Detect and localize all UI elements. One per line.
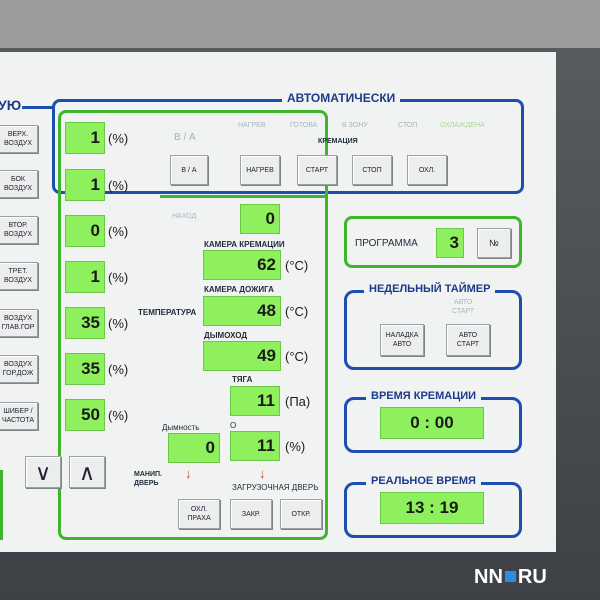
ash-cool-button[interactable]: ОХЛ. ПРАХА <box>178 499 220 529</box>
side-air-button[interactable]: БОК ВОЗДУХ <box>0 170 38 198</box>
auto-start-button[interactable]: АВТО СТАРТ <box>446 324 490 356</box>
status-ready: ГОТОВА <box>290 122 318 129</box>
left-title-line <box>22 106 52 109</box>
program-frame <box>344 216 522 268</box>
nakhod-value: 0 <box>240 204 280 234</box>
tertiary-air-value: 1 <box>65 261 105 293</box>
left-panel-title: УЮ <box>0 97 22 113</box>
o2-unit: (%) <box>285 439 306 454</box>
stop-button[interactable]: СТОП <box>352 155 392 185</box>
upper-air-value: 1 <box>65 122 105 154</box>
watermark-right: RU <box>517 566 547 588</box>
program-label: ПРОГРАММА <box>355 238 418 249</box>
side-air-unit: (%) <box>108 178 129 193</box>
o2-label: O <box>230 421 237 430</box>
status-heat: НАГРЕВ <box>238 122 266 129</box>
chevron-up-icon[interactable]: ∧ <box>69 456 105 488</box>
nakhod-faint: НАХОД <box>172 213 197 220</box>
watermark-left: NN <box>474 566 503 588</box>
program-number-button[interactable]: № <box>477 228 511 258</box>
afterburner-air-value: 35 <box>65 353 105 385</box>
cremation-label: КРЕМАЦИЯ <box>318 138 358 145</box>
loading-door-label: ЗАГРУЗОЧНАЯ ДВЕРЬ <box>232 483 319 492</box>
setup-auto-button[interactable]: НАЛАДКА АВТО <box>380 324 424 356</box>
o2-value: 11 <box>230 431 280 461</box>
flue-temp-unit: (°C) <box>285 349 309 364</box>
ba-button[interactable]: В / А <box>170 155 208 185</box>
start-button[interactable]: СТАРТ <box>297 155 337 185</box>
upper-air-button[interactable]: ВЕРХ. ВОЗДУХ <box>0 125 38 153</box>
afterburner-air-unit: (%) <box>108 362 129 377</box>
smoke-value: 0 <box>168 433 220 463</box>
watermark-square-icon <box>504 571 516 583</box>
afterburn-temp-unit: (°C) <box>285 304 309 319</box>
afterburn-temp-value: 48 <box>203 296 281 326</box>
program-value: 3 <box>436 228 464 258</box>
upper-air-unit: (%) <box>108 131 129 146</box>
main-burner-air-value: 35 <box>65 307 105 339</box>
side-air-value: 1 <box>65 169 105 201</box>
status-cooled: ОХЛАЖДЕНА <box>440 122 485 129</box>
close-door-button[interactable]: ЗАКР. <box>230 499 272 529</box>
chamber-temp-unit: (°C) <box>285 258 309 273</box>
cremation-time-title: ВРЕМЯ КРЕМАЦИИ <box>366 390 482 402</box>
main-burner-air-button[interactable]: ВОЗДУХ ГЛАВ.ГОР <box>0 309 38 337</box>
real-time-value: 13 : 19 <box>380 492 484 524</box>
nn-ru-watermark: NN RU <box>474 566 547 589</box>
temperature-label: ТЕМПЕРАТУРА <box>138 308 197 317</box>
auto-title: АВТОМАТИЧЕСКИ <box>282 91 401 105</box>
manip-down-arrow-icon: ↓ <box>185 466 192 481</box>
status-zone: В ЗОНУ <box>342 122 368 129</box>
main-burner-air-unit: (%) <box>108 316 129 331</box>
secondary-air-unit: (%) <box>108 224 129 239</box>
open-door-button[interactable]: ОТКР. <box>280 499 322 529</box>
cremation-time-value: 0 : 00 <box>380 407 484 439</box>
weekly-faint: АВТО СТАРТ <box>452 299 475 315</box>
damper-frequency-button[interactable]: ШИБЕР / ЧАСТОТА <box>0 402 38 430</box>
main-green-frame <box>58 110 328 540</box>
manip-door-label: МАНИП. ДВЕРЬ <box>134 471 162 487</box>
secondary-air-value: 0 <box>65 215 105 247</box>
damper-value: 50 <box>65 399 105 431</box>
bezel-top-strip <box>0 0 600 48</box>
hmi-screen: УЮ АВТОМАТИЧЕСКИ В / А НАГРЕВ ГОТОВА В З… <box>0 52 556 552</box>
flue-label: ДЫМОХОД <box>204 331 248 340</box>
afterburn-label: КАМЕРА ДОЖИГА <box>204 285 274 294</box>
draft-label: ТЯГА <box>232 375 253 384</box>
chevron-down-icon[interactable]: ∨ <box>25 456 61 488</box>
draft-value: 11 <box>230 386 280 416</box>
damper-unit: (%) <box>108 408 129 423</box>
afterburner-air-button[interactable]: ВОЗДУХ ГОР.ДОЖ <box>0 355 38 383</box>
chamber-label: КАМЕРА КРЕМАЦИИ <box>204 240 285 249</box>
secondary-air-button[interactable]: ВТОР. ВОЗДУХ <box>0 216 38 244</box>
weekly-timer-frame <box>344 290 522 370</box>
chamber-temp-value: 62 <box>203 250 281 280</box>
draft-unit: (Па) <box>285 394 311 409</box>
inner-green-line <box>160 195 328 198</box>
status-stop: СТОП <box>398 122 418 129</box>
flue-temp-value: 49 <box>203 341 281 371</box>
real-time-title: РЕАЛЬНОЕ ВРЕМЯ <box>366 475 481 487</box>
weekly-timer-title: НЕДЕЛЬНЫЙ ТАЙМЕР <box>364 283 496 295</box>
loading-down-arrow-icon: ↓ <box>259 466 266 481</box>
ba-faint: В / А <box>174 132 196 143</box>
tertiary-air-button[interactable]: ТРЕТ. ВОЗДУХ <box>0 262 38 290</box>
tertiary-air-unit: (%) <box>108 270 129 285</box>
smoke-label: Дымность <box>162 423 200 432</box>
left-green-edge <box>0 470 3 540</box>
heat-button[interactable]: НАГРЕВ <box>240 155 280 185</box>
cool-button[interactable]: ОХЛ. <box>407 155 447 185</box>
